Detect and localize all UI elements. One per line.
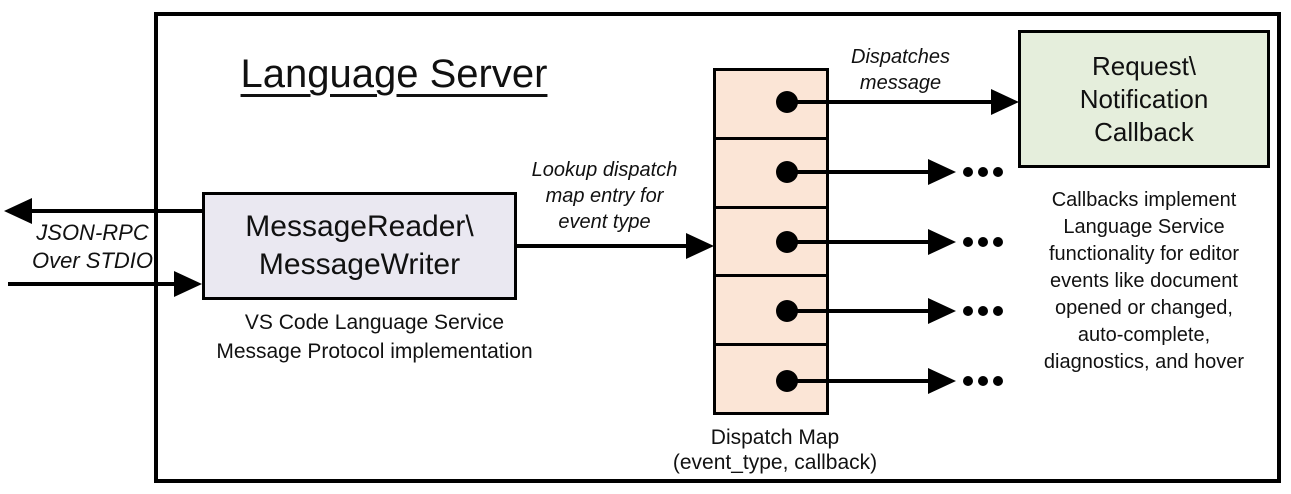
language-server-frame [154, 12, 1281, 483]
lookup-dispatch-label: Lookup dispatch map entry for event type [512, 157, 697, 235]
dispatch-map-label: Dispatch Map (event_type, callback) [655, 425, 895, 475]
dispatches-message-label-line1: Dispatches [851, 46, 950, 68]
dispatch-cell [716, 71, 826, 137]
dispatch-cell [716, 205, 826, 275]
callbacks-note-line: Callbacks implement [1051, 189, 1237, 211]
dispatch-map-label-line2: (event_type, callback) [672, 451, 878, 474]
lookup-dispatch-label-line3: event type [558, 211, 651, 233]
callbacks-note-line: events like document [1050, 270, 1238, 292]
dispatches-message-label: Dispatches message [828, 44, 973, 96]
callback-box-line1: Request\ [1091, 50, 1197, 81]
lookup-dispatch-label-line2: map entry for [545, 185, 664, 207]
request-notification-callback-box: Request\ Notification Callback [1018, 30, 1270, 168]
callbacks-note-line: opened or changed, [1055, 297, 1233, 319]
reader-caption-line2: Message Protocol implementation [216, 340, 533, 363]
dispatch-map-label-line1: Dispatch Map [710, 426, 840, 449]
callback-box-line2: Notification [1079, 83, 1209, 114]
callback-box-line3: Callback [1094, 116, 1194, 147]
reader-box-line2: MessageWriter [258, 248, 461, 281]
io-protocol-label-line1: JSON-RPC [36, 220, 149, 245]
dispatch-map [713, 68, 829, 415]
reader-box-line1: MessageReader\ [245, 210, 474, 243]
callbacks-note-line: diagnostics, and hover [1043, 351, 1245, 373]
message-reader-writer-box: MessageReader\ MessageWriter [202, 192, 517, 300]
reader-caption-line1: VS Code Language Service [244, 311, 505, 334]
callbacks-note-line: functionality for editor [1048, 243, 1240, 265]
reader-box-caption: VS Code Language Service Message Protoco… [192, 308, 557, 366]
diagram-title: Language Server [240, 52, 548, 96]
callbacks-note: Callbacks implement Language Service fun… [1008, 187, 1280, 376]
dispatch-cell [716, 274, 826, 343]
callbacks-note-line: Language Service [1063, 216, 1225, 238]
dispatch-cell [716, 343, 826, 412]
lookup-dispatch-label-line1: Lookup dispatch [531, 159, 678, 181]
io-protocol-label: JSON-RPC Over STDIO [10, 219, 175, 275]
callbacks-note-line: auto-complete, [1077, 324, 1211, 346]
dispatch-cell [716, 136, 826, 206]
dispatches-message-label-line2: message [859, 72, 942, 94]
io-protocol-label-line2: Over STDIO [31, 248, 153, 273]
